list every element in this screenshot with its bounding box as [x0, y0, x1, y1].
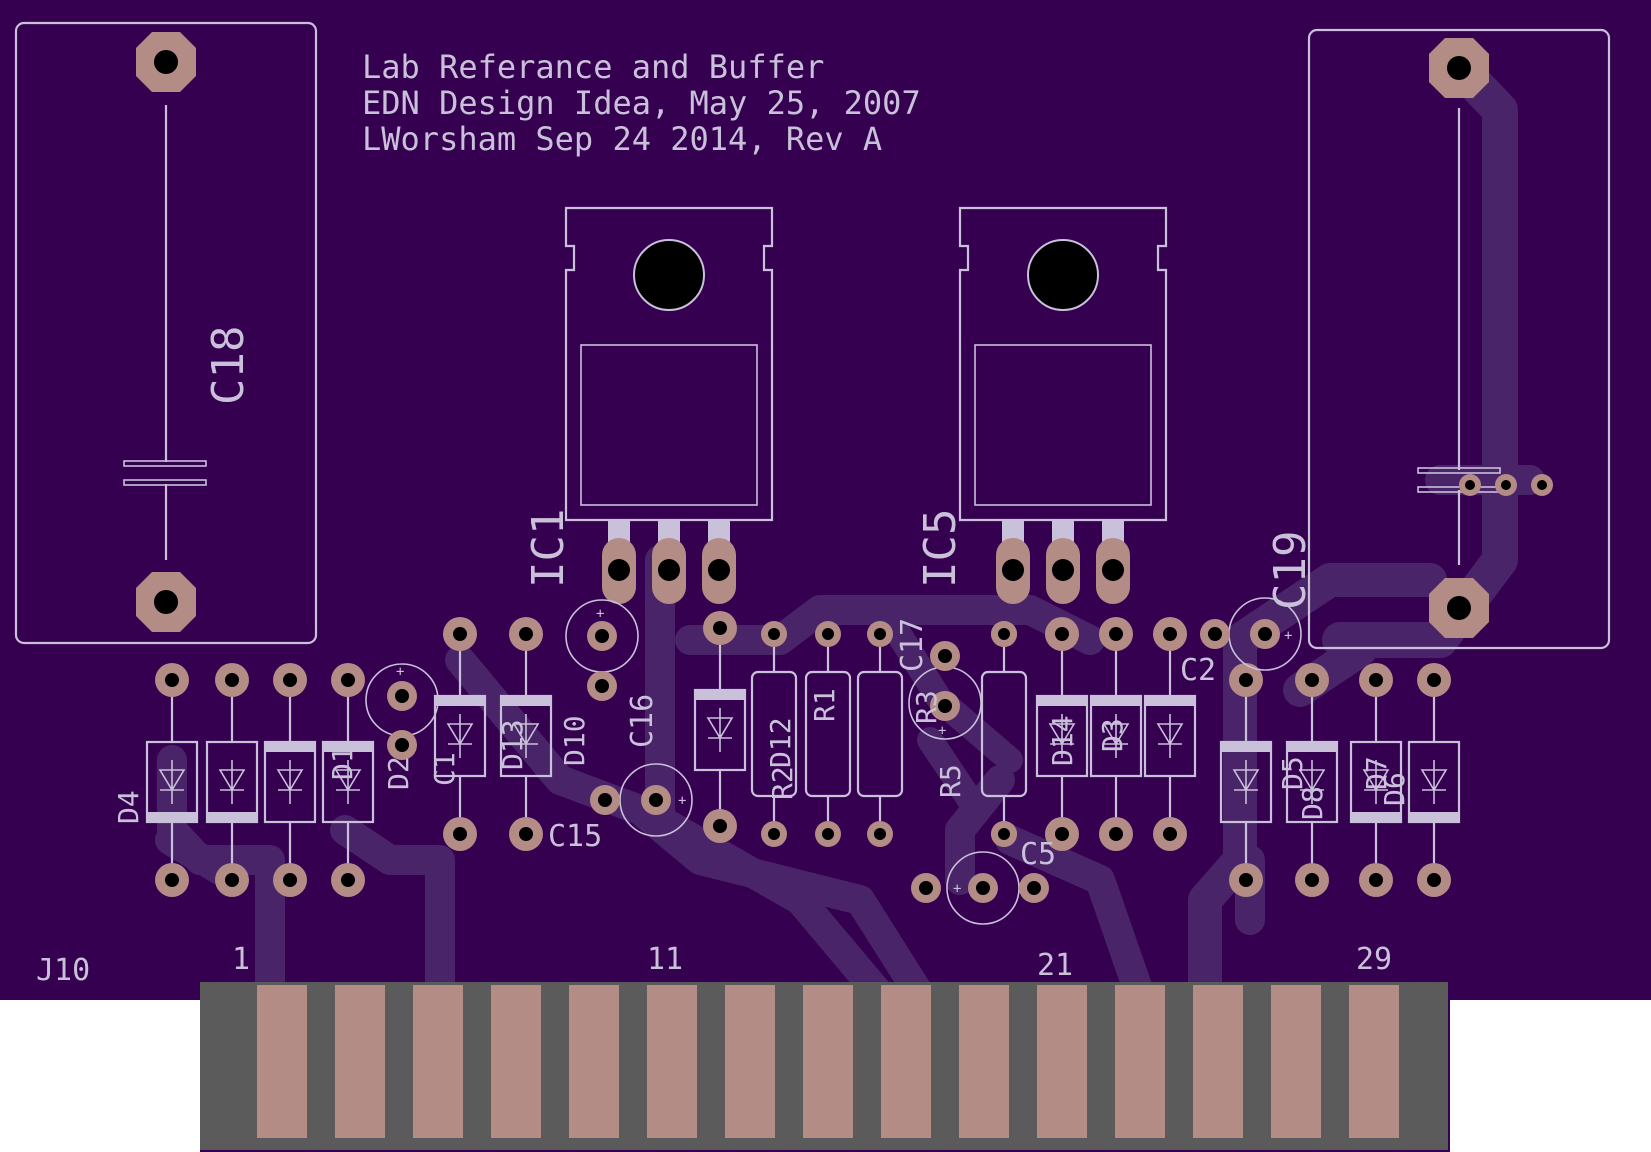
- label-r5: R5: [934, 764, 967, 798]
- c17-footprint: +: [908, 641, 982, 740]
- c1-footprint: +: [365, 663, 439, 760]
- connector-finger: [1037, 985, 1087, 1138]
- ic5-footprint: [958, 206, 1168, 604]
- connector-finger: [1193, 985, 1243, 1138]
- diode-footprint: [693, 611, 747, 843]
- label-ic1: IC1: [523, 509, 574, 588]
- diode-footprint: [321, 663, 375, 897]
- connector-finger: [569, 985, 619, 1138]
- c19-footprint: [1307, 28, 1611, 650]
- connector-finger: [1349, 985, 1399, 1138]
- connector-finger: [881, 985, 931, 1138]
- svg-text:+: +: [678, 793, 686, 809]
- r3-footprint: [856, 621, 904, 847]
- connector-finger: [1115, 985, 1165, 1138]
- label-c1: C1: [428, 752, 461, 786]
- label-r3: R3: [910, 690, 943, 724]
- connector-pin-label-29: 29: [1356, 942, 1392, 977]
- label-d1: D1: [326, 746, 359, 780]
- diode-footprint: [1407, 663, 1461, 897]
- label-d14: D14: [1046, 715, 1079, 766]
- label-d7: D7: [1360, 756, 1393, 790]
- label-d4: D4: [112, 790, 145, 824]
- connector-finger: [257, 985, 307, 1138]
- label-d12: D12: [764, 717, 797, 768]
- label-d6: D6: [1378, 772, 1411, 806]
- misc-pads: [991, 621, 1017, 847]
- r2-footprint: [750, 621, 798, 847]
- r1-footprint: [804, 621, 852, 847]
- diode-footprint: [263, 663, 317, 897]
- svg-text:+: +: [596, 606, 604, 622]
- connector-finger: [647, 985, 697, 1138]
- label-d13: D13: [496, 719, 529, 770]
- connector-pin-label-1: 1: [232, 942, 250, 977]
- diode-footprint: [145, 663, 199, 897]
- c16-footprint: +: [565, 599, 639, 701]
- edge-connector-fingers: [257, 985, 1399, 1138]
- diode-footprint: [1349, 663, 1403, 897]
- diode-footprint: [1089, 617, 1143, 851]
- c15-footprint: +: [590, 763, 693, 837]
- connector-pin-label-21: 21: [1037, 948, 1073, 983]
- label-d10: D10: [558, 715, 591, 766]
- label-c17: C17: [895, 618, 930, 672]
- label-c15: C15: [548, 819, 602, 854]
- diode-footprint: [1143, 617, 1197, 851]
- small-capacitor-footprints: + + + + +: [365, 597, 1302, 925]
- connector-finger: [1271, 985, 1321, 1138]
- connector-finger: [959, 985, 1009, 1138]
- c18-footprint: [14, 21, 318, 645]
- label-d3: D3: [1096, 718, 1129, 752]
- connector-finger: [335, 985, 385, 1138]
- c2-footprint: +: [1200, 597, 1302, 671]
- diode-footprint: [1035, 617, 1089, 851]
- diode-footprint: [433, 617, 487, 851]
- diode-footprint: [1285, 663, 1339, 897]
- svg-text:+: +: [953, 881, 961, 897]
- label-c16: C16: [625, 694, 660, 748]
- svg-text:+: +: [938, 723, 946, 739]
- diode-footprint: [499, 617, 553, 851]
- connector-finger: [803, 985, 853, 1138]
- title-line-1: Lab Referance and Buffer: [362, 48, 824, 86]
- diode-footprint: [1219, 663, 1273, 897]
- connector-finger: [491, 985, 541, 1138]
- title-line-2: EDN Design Idea, May 25, 2007: [362, 84, 921, 122]
- diode-footprint: [205, 663, 259, 897]
- svg-text:+: +: [396, 664, 404, 680]
- label-c19: C19: [1265, 531, 1316, 610]
- reference-designators: C18 C19 IC1 IC5 C16 C15 C17 C2 C5 C1 R1 …: [36, 326, 1411, 988]
- label-r2: R2: [766, 766, 799, 800]
- label-d2: D2: [382, 756, 415, 790]
- label-c2: C2: [1180, 653, 1216, 688]
- label-ic5: IC5: [915, 509, 966, 588]
- connector-pin-label-11: 11: [647, 942, 683, 977]
- label-d5: D5: [1276, 756, 1309, 790]
- label-c18: C18: [203, 326, 254, 405]
- connector-finger: [725, 985, 775, 1138]
- copper-traces: [155, 48, 1545, 1012]
- c5-footprint: +: [911, 851, 1049, 925]
- label-r1: R1: [808, 688, 841, 722]
- connector-ref-label: J10: [36, 953, 90, 988]
- svg-text:+: +: [1284, 628, 1292, 644]
- connector-finger: [413, 985, 463, 1138]
- title-line-3: LWorsham Sep 24 2014, Rev A: [362, 120, 882, 158]
- ic1-footprint: [564, 206, 774, 604]
- diode-footprints: [145, 611, 1461, 897]
- label-c5: C5: [1020, 837, 1056, 872]
- label-d8: D8: [1296, 786, 1329, 820]
- title-block: Lab Referance and Buffer EDN Design Idea…: [362, 48, 921, 158]
